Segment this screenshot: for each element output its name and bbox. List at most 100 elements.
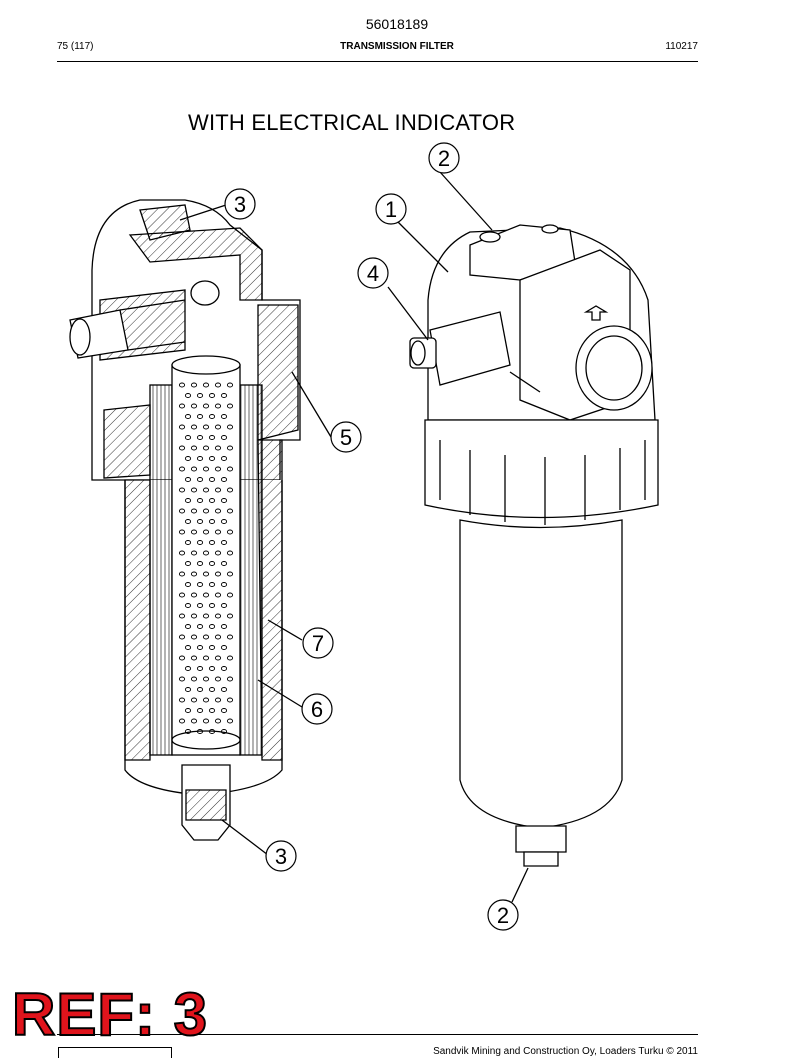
perforation-hole xyxy=(202,529,210,535)
perforation-hole xyxy=(178,382,186,388)
perforation-hole xyxy=(214,403,222,409)
perforation-hole xyxy=(190,697,198,703)
perforation-hole xyxy=(202,571,210,577)
perforation-hole xyxy=(190,382,198,388)
perforation-hole xyxy=(220,414,228,419)
perforation-hole xyxy=(196,624,204,629)
cutaway-view xyxy=(69,199,332,856)
perforation-hole xyxy=(202,424,210,430)
perforation-hole xyxy=(184,477,192,482)
perforation-hole xyxy=(184,393,192,398)
perforation-hole xyxy=(190,487,198,493)
perforation-hole xyxy=(214,613,222,619)
perforation-hole xyxy=(184,540,192,545)
perforation-hole xyxy=(220,603,228,608)
perforation-hole xyxy=(208,414,216,419)
perforation-hole xyxy=(226,655,234,661)
perforation-hole xyxy=(184,729,192,734)
perforation-hole xyxy=(202,697,210,703)
perforation-hole xyxy=(208,477,216,482)
perforation-hole xyxy=(196,645,204,650)
perforation-hole xyxy=(214,445,222,451)
perforation-hole xyxy=(196,393,204,398)
perforation-hole xyxy=(208,729,216,734)
perforation-hole xyxy=(178,403,186,409)
perforation-hole xyxy=(184,582,192,587)
perforation-hole xyxy=(220,645,228,650)
perforation-hole xyxy=(184,414,192,419)
perforation-hole xyxy=(202,445,210,451)
perforation-hole xyxy=(196,519,204,524)
perforation-hole xyxy=(190,592,198,598)
perforation-hole xyxy=(214,508,222,514)
document-number: 56018189 xyxy=(365,16,429,32)
perforation-hole xyxy=(208,561,216,566)
perforation-hole xyxy=(202,550,210,556)
perforation-hole xyxy=(220,540,228,545)
perforation-hole xyxy=(220,729,228,734)
callout-4: 4 xyxy=(357,257,389,289)
perforation-hole xyxy=(214,676,222,682)
perforation-hole xyxy=(220,393,228,398)
callout-label: 3 xyxy=(234,192,246,217)
perforation-hole xyxy=(178,613,186,619)
perforation-hole xyxy=(190,571,198,577)
perforation-holes xyxy=(178,382,234,734)
filter-exploded-drawing: 2 3 1 4 5 7 6 3 2 xyxy=(69,142,659,931)
perforation-hole xyxy=(220,477,228,482)
perforation-hole xyxy=(184,519,192,524)
perforation-hole xyxy=(184,645,192,650)
perforation-hole xyxy=(178,697,186,703)
perforation-hole xyxy=(226,424,234,430)
perforation-hole xyxy=(208,519,216,524)
footer-divider xyxy=(57,1034,698,1035)
perforation-hole xyxy=(208,540,216,545)
perforation-hole xyxy=(220,708,228,713)
perforation-hole xyxy=(178,466,186,472)
perforation-hole xyxy=(226,382,234,388)
perforation-hole xyxy=(184,435,192,440)
perforation-hole xyxy=(226,487,234,493)
perforation-hole xyxy=(178,571,186,577)
perforation-hole xyxy=(226,550,234,556)
perforation-hole xyxy=(226,466,234,472)
perforation-hole xyxy=(184,603,192,608)
perforation-hole xyxy=(202,613,210,619)
callout-label: 6 xyxy=(311,697,323,722)
callout-5: 5 xyxy=(330,421,362,453)
callout-6: 6 xyxy=(301,693,333,725)
perforation-hole xyxy=(220,498,228,503)
perforation-hole xyxy=(226,403,234,409)
callout-3-bottom: 3 xyxy=(265,840,297,872)
perforation-hole xyxy=(214,655,222,661)
perforation-hole xyxy=(220,666,228,671)
perforation-hole xyxy=(208,645,216,650)
perforation-hole xyxy=(178,424,186,430)
perforation-hole xyxy=(220,435,228,440)
perforation-hole xyxy=(190,403,198,409)
perforation-hole xyxy=(196,582,204,587)
perforation-hole xyxy=(190,718,198,724)
perforation-hole xyxy=(190,529,198,535)
perforation-hole xyxy=(226,718,234,724)
perforation-hole xyxy=(184,666,192,671)
perforation-hole xyxy=(202,403,210,409)
callout-7: 7 xyxy=(302,627,334,659)
perforation-hole xyxy=(178,634,186,640)
perforation-hole xyxy=(202,487,210,493)
perforation-hole xyxy=(190,550,198,556)
exterior-view xyxy=(387,171,659,903)
perforation-hole xyxy=(190,634,198,640)
perforation-hole xyxy=(226,697,234,703)
perforation-hole xyxy=(220,561,228,566)
perforation-hole xyxy=(214,487,222,493)
perforation-hole xyxy=(196,666,204,671)
header-divider xyxy=(57,61,698,62)
perforation-hole xyxy=(226,634,234,640)
perforation-hole xyxy=(178,592,186,598)
perforation-hole xyxy=(208,435,216,440)
perforation-hole xyxy=(214,550,222,556)
perforation-hole xyxy=(178,718,186,724)
date-code: 110217 xyxy=(665,41,698,52)
perforation-hole xyxy=(226,529,234,535)
